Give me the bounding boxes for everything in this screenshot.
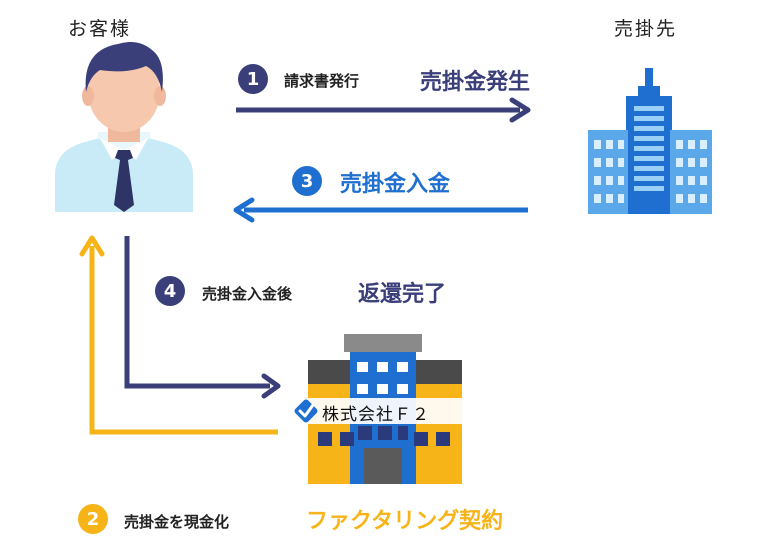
step-2-highlight: ファクタリング契約 [306, 509, 504, 534]
step-2-number: 2 [78, 504, 108, 534]
office-building-icon [588, 68, 712, 214]
step-3-number: 3 [292, 166, 322, 196]
step-1-label: 請求書発行 [284, 72, 360, 90]
company-building-icon [292, 334, 464, 484]
step-4-number: 4 [155, 276, 185, 306]
arrow-return [124, 236, 281, 399]
businessman-icon [55, 42, 193, 212]
company-label: 株式会社Ｆ２ [322, 405, 430, 425]
arrow-payment [233, 197, 528, 223]
step-2-label: 売掛金を現金化 [124, 513, 230, 531]
step-1-number: 1 [238, 64, 268, 94]
step-3-highlight: 売掛金入金 [340, 172, 451, 197]
step-4-highlight: 返還完了 [358, 282, 447, 307]
customer-label: お客様 [68, 18, 132, 40]
check-badge-icon [294, 399, 318, 423]
step-1-highlight: 売掛金発生 [420, 70, 531, 95]
arrow-factoring [79, 235, 278, 435]
arrow-invoice [236, 97, 531, 123]
seller-label: 売掛先 [614, 18, 678, 40]
step-4-label: 売掛金入金後 [202, 285, 293, 303]
